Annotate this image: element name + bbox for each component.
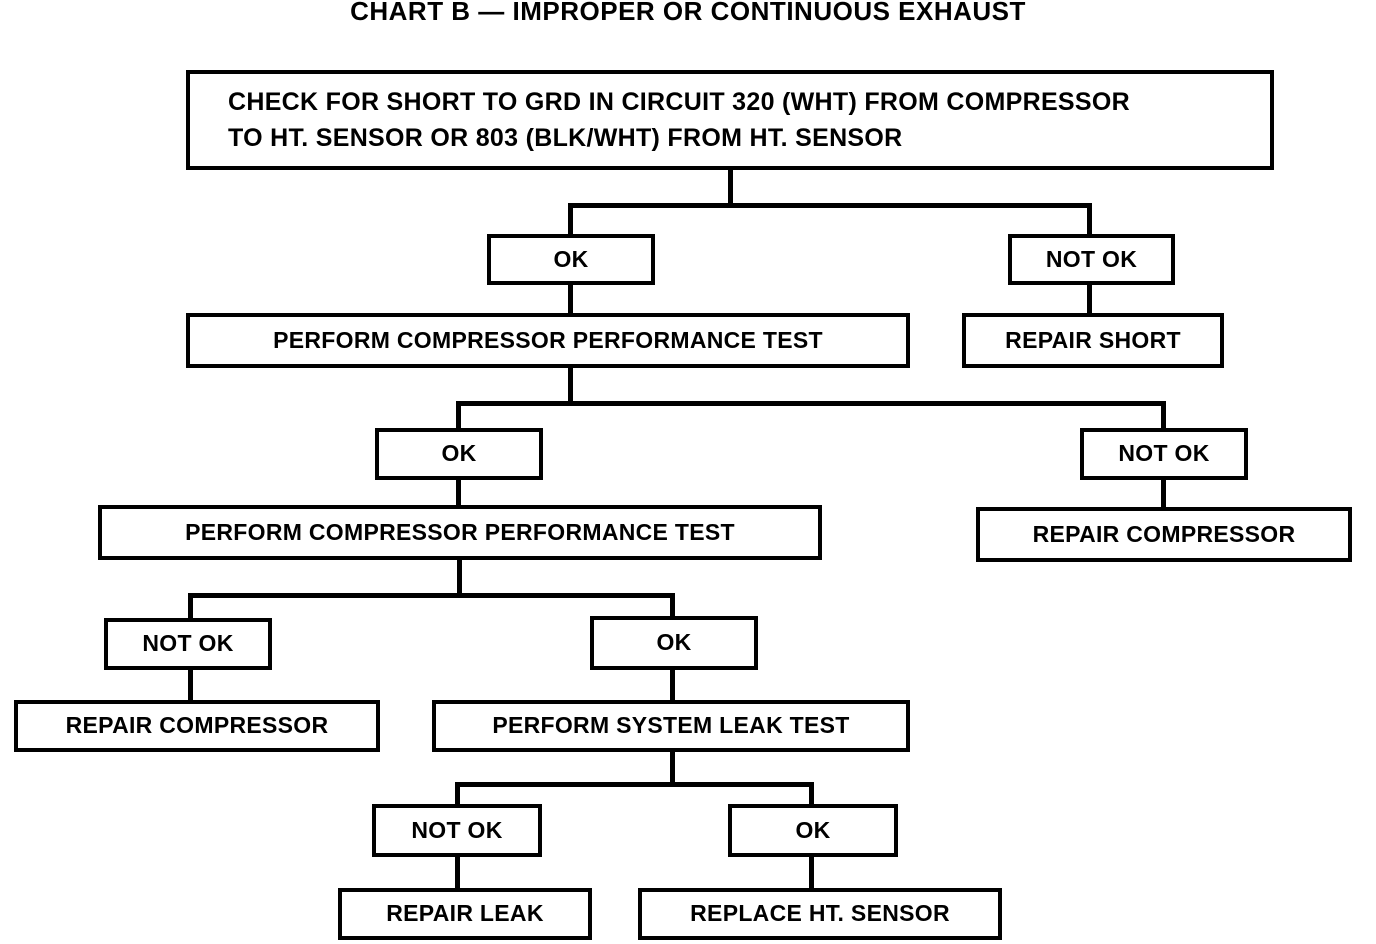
connector-n1-down	[728, 168, 733, 208]
connector-bus-row3	[188, 593, 675, 598]
connector-n4-down	[568, 366, 573, 404]
node-perform-compressor-performance-test-1[interactable]: PERFORM COMPRESSOR PERFORMANCE TEST	[186, 313, 910, 368]
connector-bus-row4	[455, 782, 814, 787]
connector-n6-to-n8	[456, 479, 461, 509]
node-ok-4-label: OK	[795, 816, 831, 843]
connector-bus-row2-left-drop	[456, 401, 461, 431]
node-not-ok-3-label: NOT OK	[142, 630, 234, 657]
node-repair-leak[interactable]: REPAIR LEAK	[338, 888, 592, 940]
node-repair-compressor-1[interactable]: REPAIR COMPRESSOR	[976, 507, 1352, 562]
page-title: CHART B — IMPROPER OR CONTINUOUS EXHAUST	[350, 0, 1026, 26]
node-perf-test-1-label: PERFORM COMPRESSOR PERFORMANCE TEST	[273, 326, 823, 353]
node-not-ok-2[interactable]: NOT OK	[1080, 428, 1248, 480]
node-ok-3-label: OK	[656, 629, 692, 656]
node-not-ok-1[interactable]: NOT OK	[1008, 234, 1175, 285]
connector-bus-row2	[456, 401, 1166, 406]
node-leak-test-label: PERFORM SYSTEM LEAK TEST	[492, 712, 850, 739]
connector-bus-row1-right-drop	[1087, 203, 1092, 235]
connector-bus-row3-left-drop	[188, 593, 193, 620]
node-repair-leak-label: REPAIR LEAK	[386, 900, 544, 927]
node-ok-4[interactable]: OK	[728, 804, 898, 857]
node-repair-short-label: REPAIR SHORT	[1005, 326, 1181, 353]
node-not-ok-1-label: NOT OK	[1045, 245, 1138, 272]
connector-bus-row1	[568, 203, 1092, 208]
connector-n3-to-n5	[1087, 283, 1092, 315]
node-perform-compressor-performance-test-2[interactable]: PERFORM COMPRESSOR PERFORMANCE TEST	[98, 505, 822, 560]
node-ok-1[interactable]: OK	[487, 234, 655, 285]
node-repair-compressor-1-label: REPAIR COMPRESSOR	[1032, 520, 1296, 547]
connector-bus-row2-right-drop	[1161, 401, 1166, 431]
node-not-ok-4[interactable]: NOT OK	[372, 804, 542, 857]
node-ok-2-label: OK	[441, 440, 477, 467]
connector-bus-row1-left-drop	[568, 203, 573, 235]
node-ok-1-label: OK	[553, 245, 589, 272]
node-repair-short[interactable]: REPAIR SHORT	[962, 313, 1224, 368]
node-replace-ht-sensor[interactable]: REPLACE HT. SENSOR	[638, 888, 1002, 940]
node-not-ok-4-label: NOT OK	[411, 816, 503, 843]
node-repair-compressor-2-label: REPAIR COMPRESSOR	[65, 712, 329, 739]
node-not-ok-2-label: NOT OK	[1118, 440, 1210, 467]
node-not-ok-3[interactable]: NOT OK	[104, 618, 272, 670]
node-perf-test-2-label: PERFORM COMPRESSOR PERFORMANCE TEST	[185, 518, 735, 545]
connector-n14-to-n16	[455, 856, 460, 888]
connector-n2-to-n4	[568, 283, 573, 315]
node-check-line1: CHECK FOR SHORT TO GRD IN CIRCUIT 320 (W…	[228, 87, 1130, 116]
connector-bus-row3-right-drop	[670, 593, 675, 618]
node-repair-compressor-2[interactable]: REPAIR COMPRESSOR	[14, 700, 380, 752]
node-ok-2[interactable]: OK	[375, 428, 543, 480]
node-check-for-short[interactable]: CHECK FOR SHORT TO GRD IN CIRCUIT 320 (W…	[186, 70, 1274, 170]
connector-bus-row4-right-drop	[809, 782, 814, 804]
connector-n8-down	[457, 558, 462, 596]
connector-n11-to-n13	[670, 668, 675, 701]
node-perform-system-leak-test[interactable]: PERFORM SYSTEM LEAK TEST	[432, 700, 910, 752]
connector-n15-to-n17	[809, 856, 814, 888]
connector-n10-to-n12	[188, 668, 193, 701]
node-replace-sensor-label: REPLACE HT. SENSOR	[690, 900, 950, 927]
connector-n13-down	[670, 750, 675, 785]
connector-bus-row4-left-drop	[455, 782, 460, 804]
connector-n7-to-n9	[1161, 479, 1166, 509]
node-ok-3[interactable]: OK	[590, 616, 758, 670]
node-check-line2: TO HT. SENSOR OR 803 (BLK/WHT) FROM HT. …	[228, 124, 903, 152]
